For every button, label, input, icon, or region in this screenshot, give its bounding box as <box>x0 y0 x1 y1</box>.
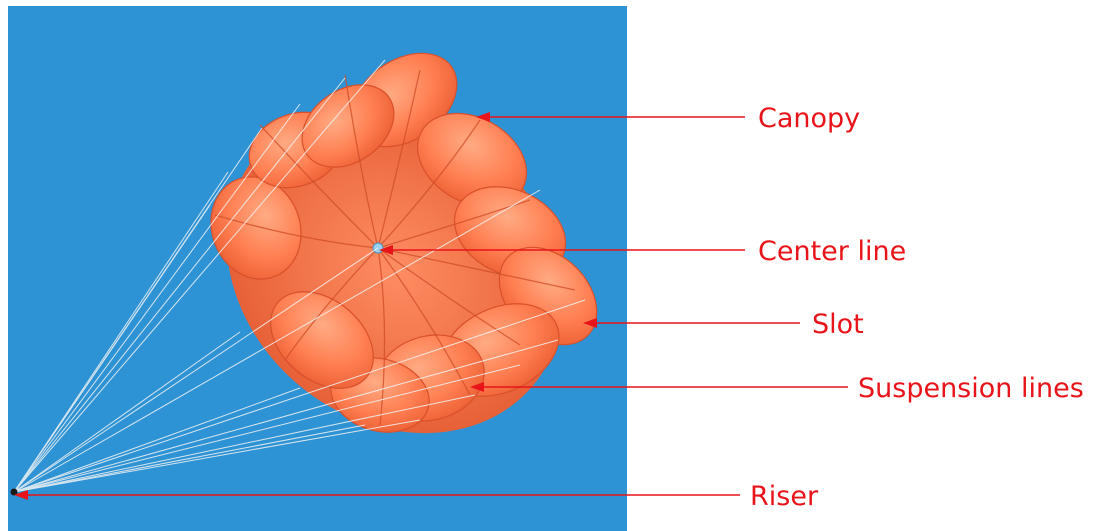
callout-labels: Canopy Center line Slot Suspension lines… <box>750 103 1084 512</box>
canopy-label: Canopy <box>758 103 860 134</box>
slot-label: Slot <box>812 309 864 340</box>
suspension-lines-label: Suspension lines <box>858 373 1084 404</box>
riser-label: Riser <box>750 481 819 512</box>
center-line-label: Center line <box>758 236 906 267</box>
